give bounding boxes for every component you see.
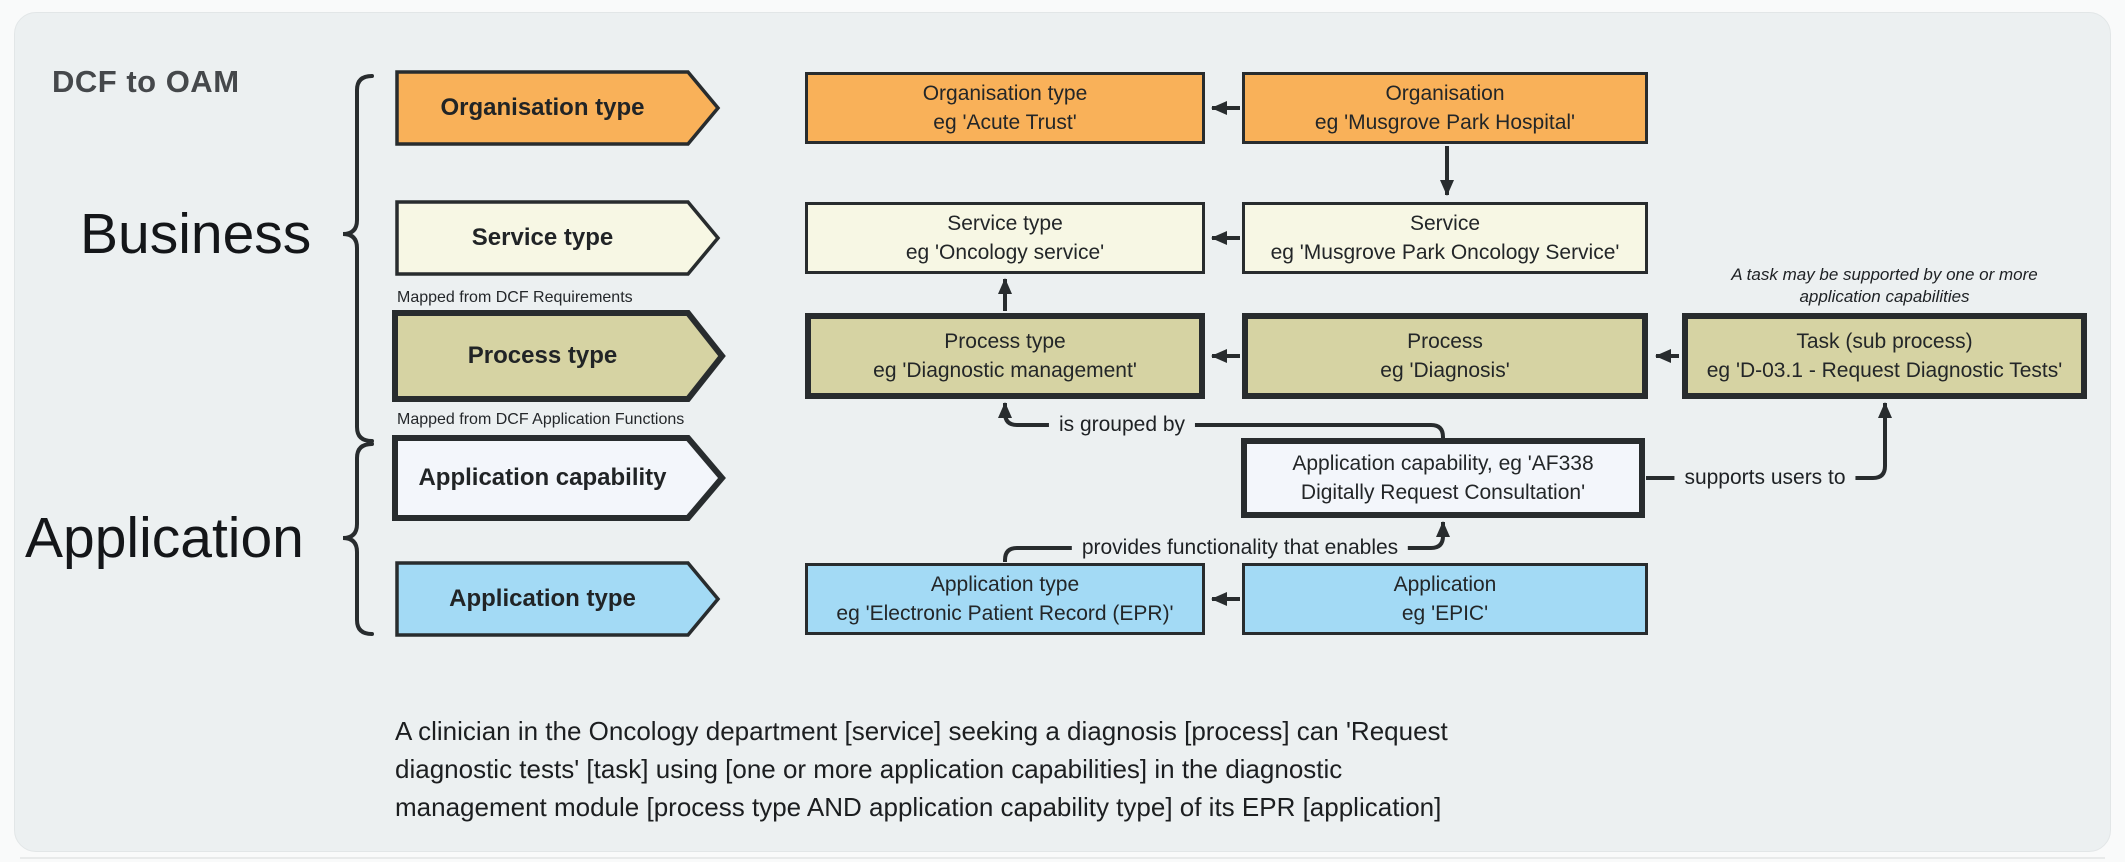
box-line: eg 'EPIC': [1401, 602, 1489, 625]
application-type-example-box: Application type eg 'Electronic Patient …: [805, 563, 1205, 635]
summary-line: A clinician in the Oncology department […: [395, 716, 1448, 746]
service-example-box: Service eg 'Musgrove Park Oncology Servi…: [1242, 202, 1648, 274]
box-line: eg 'Diagnosis': [1380, 359, 1510, 382]
application-capability-example-box: Application capability, eg 'AF338 Digita…: [1241, 438, 1645, 518]
bottom-edge-divider: [20, 857, 2105, 859]
box-line: Application: [1393, 573, 1497, 596]
application-capability-header: Application capability: [418, 464, 667, 491]
box-line: Task (sub process): [1796, 330, 1973, 353]
box-line: Service: [1409, 212, 1481, 235]
box-line: Organisation: [1385, 82, 1505, 105]
service-type-example-box: Service type eg 'Oncology service': [805, 202, 1205, 274]
organisation-type-header: Organisation type: [440, 94, 645, 121]
task-note-line1: A task may be supported by one or more: [1731, 265, 2038, 284]
provides-functionality-label: provides functionality that enables: [1071, 536, 1409, 560]
organisation-type-example-box: Organisation type eg 'Acute Trust': [805, 72, 1205, 144]
application-example-box: Application eg 'EPIC': [1242, 563, 1648, 635]
summary-line: management module [process type AND appl…: [395, 792, 1442, 822]
box-line: eg 'Musgrove Park Oncology Service': [1270, 241, 1620, 264]
summary-line: diagnostic tests' [task] using [one or m…: [395, 754, 1343, 784]
task-example-box: Task (sub process) eg 'D-03.1 - Request …: [1682, 313, 2087, 399]
service-type-header: Service type: [471, 224, 614, 251]
organisation-example-box: Organisation eg 'Musgrove Park Hospital': [1242, 72, 1648, 144]
mapped-from-requirements-note: Mapped from DCF Requirements: [397, 289, 633, 306]
box-line: Process: [1407, 330, 1483, 353]
box-line: eg 'Musgrove Park Hospital': [1314, 111, 1576, 134]
task-note-line2: application capabilities: [1799, 287, 1970, 306]
supports-users-to-label: supports users to: [1674, 466, 1856, 490]
box-line: eg 'Acute Trust': [933, 111, 1077, 134]
page-title: DCF to OAM: [52, 64, 240, 99]
summary-paragraph: A clinician in the Oncology department […: [395, 712, 1448, 826]
is-grouped-by-label: is grouped by: [1048, 413, 1196, 437]
box-line: Service type: [947, 212, 1063, 235]
process-example-box: Process eg 'Diagnosis': [1242, 313, 1648, 399]
business-group-label: Business: [80, 202, 312, 266]
box-line: eg 'Diagnostic management': [873, 359, 1137, 382]
application-type-header: Application type: [449, 585, 636, 612]
box-line: Application capability, eg 'AF338: [1292, 452, 1594, 475]
mapped-from-app-functions-note: Mapped from DCF Application Functions: [397, 411, 685, 428]
task-capability-note: A task may be supported by one or more a…: [1682, 264, 2087, 308]
box-line: eg 'D-03.1 - Request Diagnostic Tests': [1706, 359, 2063, 382]
application-group-label: Application: [25, 506, 304, 570]
box-line: eg 'Oncology service': [905, 241, 1105, 264]
process-type-example-box: Process type eg 'Diagnostic management': [805, 313, 1205, 399]
box-line: Digitally Request Consultation': [1300, 481, 1586, 504]
process-type-header: Process type: [467, 342, 618, 369]
box-line: eg 'Electronic Patient Record (EPR)': [836, 602, 1174, 625]
box-line: Organisation type: [922, 82, 1088, 105]
box-line: Process type: [944, 330, 1066, 353]
box-line: Application type: [930, 573, 1080, 596]
